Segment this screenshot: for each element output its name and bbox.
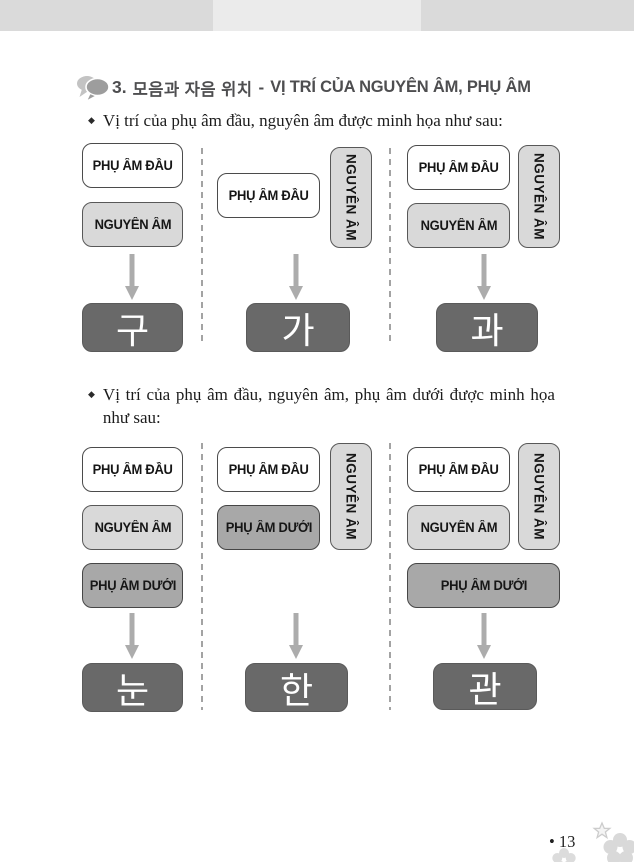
final-consonant-label: PHỤ ÂM DƯỚI <box>225 520 312 535</box>
vowel-label: NGUYÊN ÂM <box>343 452 359 540</box>
vowel-label: NGUYÊN ÂM <box>94 520 171 535</box>
dashed-divider <box>201 443 203 710</box>
syllable-result-box: 가 <box>246 303 350 352</box>
bullet-1-text: Vị trí của phụ âm đầu, nguyên âm được mi… <box>102 111 503 130</box>
vowel-box: NGUYÊN ÂM <box>82 505 183 550</box>
down-arrow-icon <box>477 254 491 300</box>
band-left <box>0 0 213 31</box>
final-consonant-box: PHỤ ÂM DƯỚI <box>217 505 320 550</box>
vowel-box-vertical: NGUYÊN ÂM <box>518 145 560 248</box>
initial-consonant-label: PHỤ ÂM ĐẦU <box>92 462 173 477</box>
vowel-label: NGUYÊN ÂM <box>420 520 497 535</box>
vowel-label: NGUYÊN ÂM <box>343 153 359 241</box>
initial-consonant-label: PHỤ ÂM ĐẦU <box>228 188 309 203</box>
down-arrow-icon <box>289 254 303 300</box>
vowel-box: NGUYÊN ÂM <box>82 202 183 247</box>
flower-decoration-icon <box>552 821 634 862</box>
initial-consonant-box: PHỤ ÂM ĐẦU <box>217 447 320 492</box>
bullet-diamond-icon: ◆ <box>88 115 95 125</box>
dashed-divider <box>389 148 391 345</box>
final-consonant-box: PHỤ ÂM DƯỚI <box>82 563 183 608</box>
heading-vietnamese: VỊ TRÍ CỦA NGUYÊN ÂM, PHỤ ÂM <box>270 78 531 96</box>
down-arrow-icon <box>125 254 139 300</box>
heading-number: 3. <box>112 77 127 97</box>
final-consonant-label: PHỤ ÂM DƯỚI <box>440 578 527 593</box>
bullet-2: ◆ Vị trí của phụ âm đầu, nguyên âm, phụ … <box>88 383 555 429</box>
vowel-label: NGUYÊN ÂM <box>531 152 547 240</box>
heading-korean: 모음과 자음 위치 <box>132 80 253 99</box>
initial-consonant-box: PHỤ ÂM ĐẦU <box>217 173 320 218</box>
initial-consonant-label: PHỤ ÂM ĐẦU <box>92 158 173 173</box>
vowel-box-vertical: NGUYÊN ÂM <box>518 443 560 550</box>
initial-consonant-box: PHỤ ÂM ĐẦU <box>407 447 510 492</box>
syllable-text: 가 <box>281 310 315 352</box>
vowel-box-vertical: NGUYÊN ÂM <box>330 443 372 550</box>
section-heading: 3. 모음과 자음 위치 - VỊ TRÍ CỦA NGUYÊN ÂM, PHỤ… <box>76 74 531 101</box>
down-arrow-icon <box>477 613 491 659</box>
initial-consonant-label: PHỤ ÂM ĐẦU <box>418 160 499 175</box>
bullet-2-line2: như sau: <box>102 408 161 427</box>
vowel-box-vertical: NGUYÊN ÂM <box>330 147 372 248</box>
syllable-result-box: 과 <box>436 303 538 352</box>
initial-consonant-label: PHỤ ÂM ĐẦU <box>228 462 309 477</box>
vowel-label: NGUYÊN ÂM <box>94 217 171 232</box>
syllable-result-box: 눈 <box>82 663 183 712</box>
initial-consonant-box: PHỤ ÂM ĐẦU <box>82 447 183 492</box>
syllable-text: 관 <box>468 669 502 711</box>
page-top-band <box>0 0 634 31</box>
final-consonant-label: PHỤ ÂM DƯỚI <box>89 578 176 593</box>
dashed-divider <box>201 148 203 345</box>
syllable-text: 눈 <box>115 670 150 712</box>
vowel-label: NGUYÊN ÂM <box>420 218 497 233</box>
bullet-diamond-icon: ◆ <box>88 389 95 399</box>
vowel-box: NGUYÊN ÂM <box>407 203 510 248</box>
bullet-2-line1: Vị trí của phụ âm đầu, nguyên âm, phụ âm… <box>102 385 555 404</box>
heading-separator: - <box>258 77 265 97</box>
band-middle <box>213 0 421 31</box>
syllable-result-box: 구 <box>82 303 183 352</box>
final-consonant-box-wide: PHỤ ÂM DƯỚI <box>407 563 560 608</box>
vowel-label: NGUYÊN ÂM <box>531 452 547 540</box>
down-arrow-icon <box>289 613 303 659</box>
syllable-text: 한 <box>279 670 314 712</box>
initial-consonant-box: PHỤ ÂM ĐẦU <box>82 143 183 188</box>
speech-bubbles-icon <box>77 76 110 101</box>
page-number: • 13 <box>549 832 576 851</box>
vowel-box: NGUYÊN ÂM <box>407 505 510 550</box>
bullet-1: ◆ Vị trí của phụ âm đầu, nguyên âm được … <box>88 109 503 132</box>
down-arrow-icon <box>125 613 139 659</box>
syllable-result-box: 한 <box>245 663 348 712</box>
initial-consonant-label: PHỤ ÂM ĐẦU <box>418 462 499 477</box>
syllable-result-box: 관 <box>433 663 537 711</box>
syllable-text: 과 <box>470 310 504 352</box>
band-right <box>421 0 634 31</box>
initial-consonant-box: PHỤ ÂM ĐẦU <box>407 145 510 190</box>
syllable-text: 구 <box>115 310 150 352</box>
dashed-divider <box>389 443 391 710</box>
